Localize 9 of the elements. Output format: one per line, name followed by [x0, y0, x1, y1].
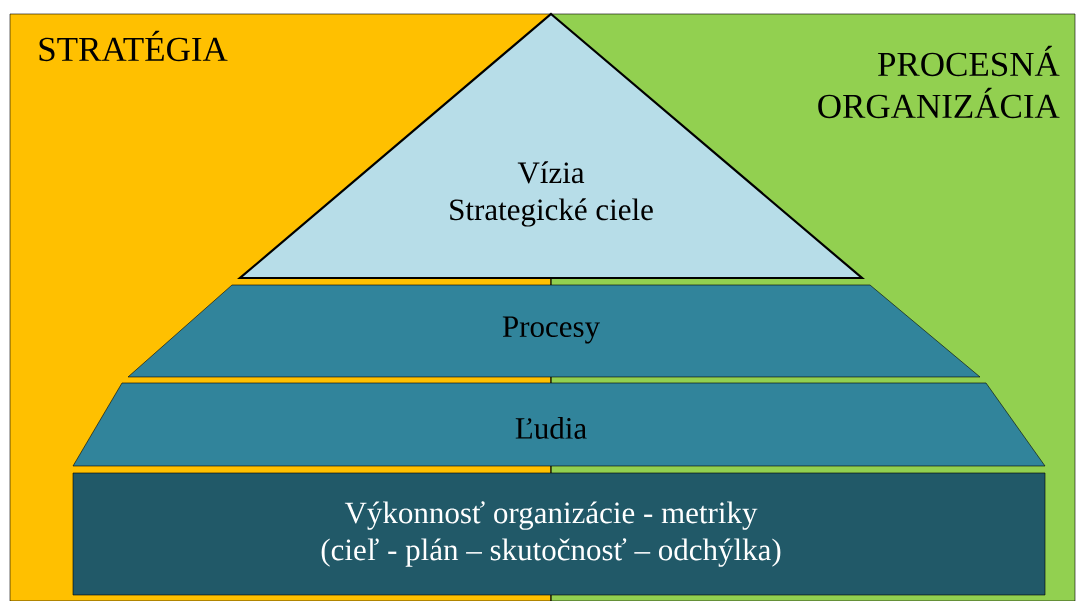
pyramid-layer: [72, 382, 1046, 467]
layer-label: Procesy: [502, 316, 600, 344]
base-box: [72, 472, 1046, 596]
layer-label: Ľudia: [515, 417, 587, 439]
panel-label: STRATÉGIA: [39, 30, 228, 62]
layer-label: Vízia Strategické ciele: [450, 161, 653, 227]
pyramid-layer: [127, 284, 981, 378]
layer-label: Výkonnosť organizácie - metriky (cieľ - plán – skutočnosť – odchýlka): [321, 501, 781, 567]
panel-label: PROCESNÁ ORGANIZÁCIA: [818, 45, 1060, 119]
